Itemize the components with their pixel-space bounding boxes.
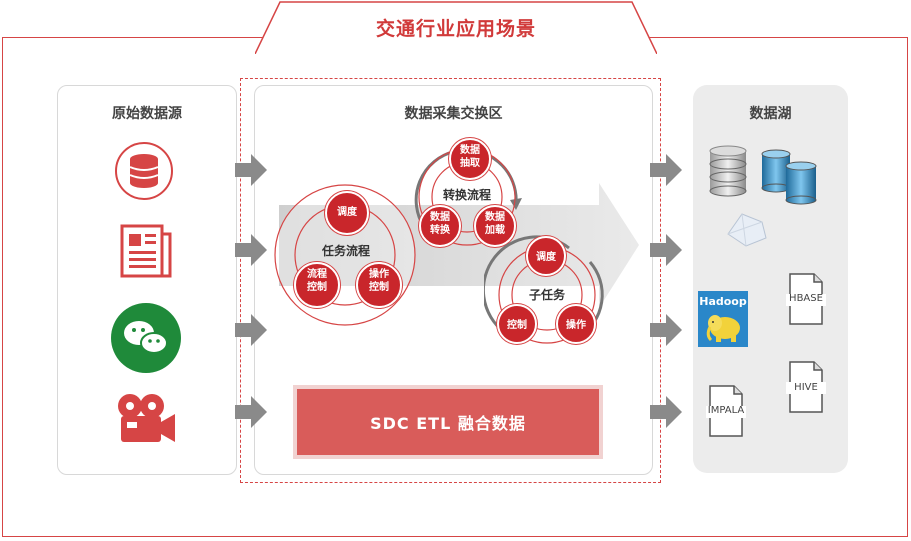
database-icon (115, 142, 173, 200)
load-node (474, 205, 516, 247)
hive-file-icon (786, 361, 826, 413)
sub-task-label: 子任务 (528, 288, 565, 302)
impala-label: IMPALA (707, 405, 745, 416)
server-db-icon (709, 145, 747, 197)
task-flow-label: 任务流程 (321, 244, 370, 258)
sub-control-label: 控制 (507, 320, 527, 331)
title-tab (255, 1, 657, 54)
page-title: 交通行业应用场景 (375, 18, 536, 40)
sub-schedule-label: 调度 (536, 252, 556, 263)
source-panel-title: 原始数据源 (112, 106, 182, 122)
arrow-icon (650, 234, 682, 266)
etl-bar: SDC ETL 融合数据 (297, 389, 599, 455)
extract-node (449, 138, 491, 180)
newspaper-icon (120, 224, 172, 278)
exchange-panel-title: 数据采集交换区 (404, 106, 503, 122)
arrow-icon (235, 154, 267, 186)
load-label: 数据加载 (485, 212, 505, 236)
schedule-node (325, 191, 369, 235)
sub-control-node (497, 304, 537, 344)
data-lake-title: 数据湖 (749, 106, 792, 122)
hadoop-label: Hadoop (699, 295, 747, 308)
schedule-node-label: 调度 (337, 207, 357, 218)
extract-label: 数据抽取 (460, 145, 480, 169)
cloud-icon (727, 213, 767, 247)
hive-label: HIVE (794, 382, 818, 393)
arrow-icon (650, 396, 682, 428)
arrow-icon (235, 396, 267, 428)
op-control-node (356, 262, 402, 308)
convert-label: 数据转换 (430, 212, 450, 236)
sub-operate-node (556, 304, 596, 344)
impala-file-icon (706, 385, 746, 437)
convert-flow-label: 转换流程 (442, 188, 491, 202)
sub-schedule-node (526, 236, 566, 276)
camera-icon (118, 394, 175, 442)
arrow-icon (650, 314, 682, 346)
hbase-label: HBASE (789, 293, 823, 304)
sub-operate-label: 操作 (566, 320, 586, 331)
wechat-icon (111, 303, 181, 373)
arrow-icon (235, 234, 267, 266)
flow-control-node (294, 262, 340, 308)
arrow-icon (650, 154, 682, 186)
elephant-icon (706, 315, 740, 342)
blue-db-icon (761, 149, 817, 205)
convert-node (419, 205, 461, 247)
exchange-dashed-frame (240, 78, 661, 483)
arrow-icon (235, 314, 267, 346)
hbase-file-icon (786, 273, 826, 325)
op-control-label: 操作控制 (369, 269, 389, 293)
flow-control-label: 流程控制 (307, 269, 327, 293)
